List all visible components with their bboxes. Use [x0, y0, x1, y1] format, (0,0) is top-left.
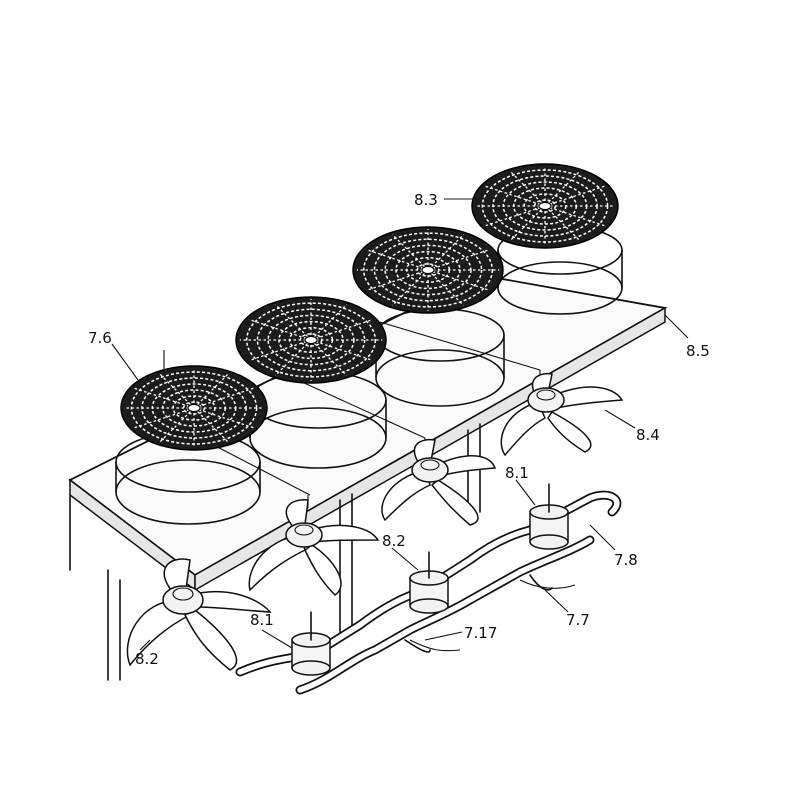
fan-motor [291, 611, 331, 676]
label-8-2-middle: 8.2 [382, 532, 406, 550]
label-8-3: 8.3 [414, 191, 438, 209]
fan-motor [529, 483, 569, 550]
label-8-4: 8.4 [636, 426, 660, 444]
part-labels: 8.3 7.6 8.5 8.4 8.1 8.2 7.8 7.7 8.1 7.17… [88, 191, 710, 668]
fan-guard-grille [235, 296, 387, 384]
cables [404, 574, 553, 653]
fan-blade-assembly [248, 499, 380, 596]
fan-guard-grille [120, 365, 268, 451]
fan-guard-grille [352, 226, 504, 314]
label-8-5: 8.5 [686, 342, 710, 360]
fan-guard-grille [471, 163, 619, 249]
label-7-6: 7.6 [88, 329, 112, 347]
frame-legs [69, 423, 481, 681]
label-7-17: 7.17 [464, 624, 497, 642]
leader-lines [111, 198, 689, 651]
label-8-2-left: 8.2 [135, 650, 159, 668]
label-8-1-right: 8.1 [505, 464, 529, 482]
fan-blade-assembly [500, 372, 624, 457]
fan-motor [409, 551, 449, 614]
label-8-1-left: 8.1 [250, 611, 274, 629]
fan-blade-assembly [381, 438, 497, 526]
fan-motors [291, 483, 569, 676]
label-7-7: 7.7 [566, 611, 590, 629]
fan-assemblies [126, 372, 624, 671]
fan-guard-grilles [120, 163, 619, 451]
label-7-8: 7.8 [614, 551, 638, 569]
fan-blade-assembly [126, 558, 272, 671]
